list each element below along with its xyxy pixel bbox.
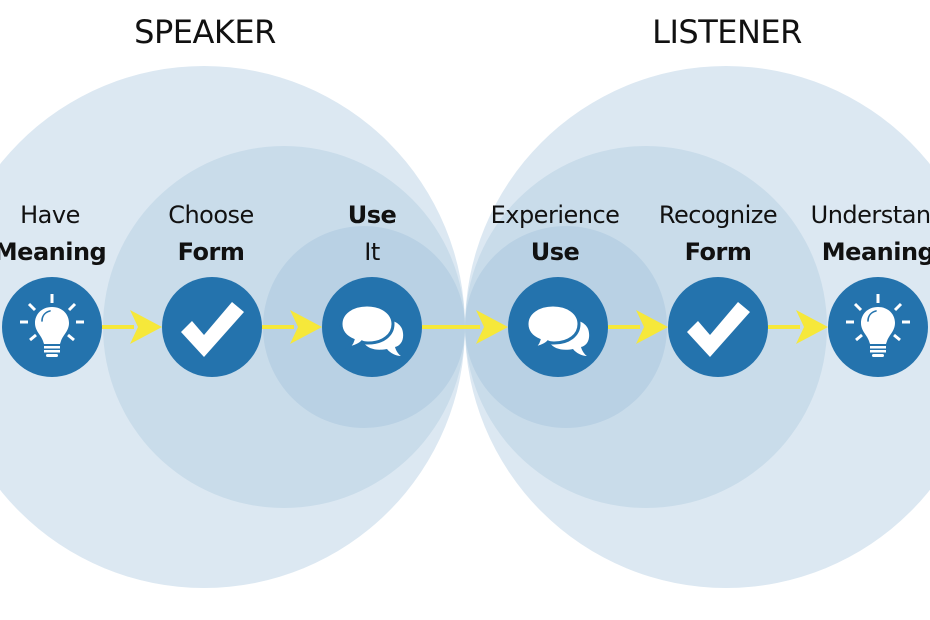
arrow-shaft — [102, 325, 134, 329]
arrow-head — [290, 310, 322, 344]
step-label-line2: It — [364, 238, 380, 266]
step-node-checkmark — [668, 277, 768, 377]
arrow-shaft — [422, 325, 480, 329]
step-label-line1: Choose — [168, 201, 254, 229]
step-label-have-meaning: Have Meaning — [0, 197, 107, 271]
step-label-line1: Have — [20, 201, 80, 229]
step-label-line2: Meaning — [0, 238, 107, 266]
step-label-experience-use: Experience Use — [491, 197, 620, 271]
flow-arrow — [422, 310, 508, 344]
arrow-head — [636, 310, 668, 344]
step-node-speech-bubbles — [322, 277, 422, 377]
step-label-line1: Understand — [810, 201, 930, 229]
arrow-shaft — [768, 325, 800, 329]
step-label-line2: Form — [684, 238, 752, 266]
step-label-line2: Use — [530, 238, 580, 266]
arrow-shaft — [262, 325, 294, 329]
step-node-lightbulb — [828, 277, 928, 377]
step-label-line1: Use — [347, 201, 397, 229]
flow-arrow — [102, 310, 162, 344]
step-node-lightbulb — [2, 277, 102, 377]
arrow-shaft — [608, 325, 640, 329]
arrow-head — [130, 310, 162, 344]
step-label-recognize-form: Recognize Form — [658, 197, 778, 271]
step-node-checkmark — [162, 277, 262, 377]
flow-arrow — [262, 310, 322, 344]
flow-arrow — [608, 310, 668, 344]
arrow-head — [476, 310, 508, 344]
step-label-line1: Experience — [490, 201, 620, 229]
step-label-line1: Recognize — [658, 201, 778, 229]
arrow-head — [796, 310, 828, 344]
step-label-understand-meaning: Understand Meaning — [811, 197, 930, 271]
listener-title: LISTENER — [652, 13, 802, 51]
flow-arrow — [768, 310, 828, 344]
step-label-line2: Form — [177, 238, 245, 266]
step-label-choose-form: Choose Form — [168, 197, 254, 271]
step-label-use-it: Use It — [348, 197, 397, 271]
step-label-line2: Meaning — [821, 238, 930, 266]
speaker-title: SPEAKER — [134, 13, 276, 51]
step-node-speech-bubbles — [508, 277, 608, 377]
